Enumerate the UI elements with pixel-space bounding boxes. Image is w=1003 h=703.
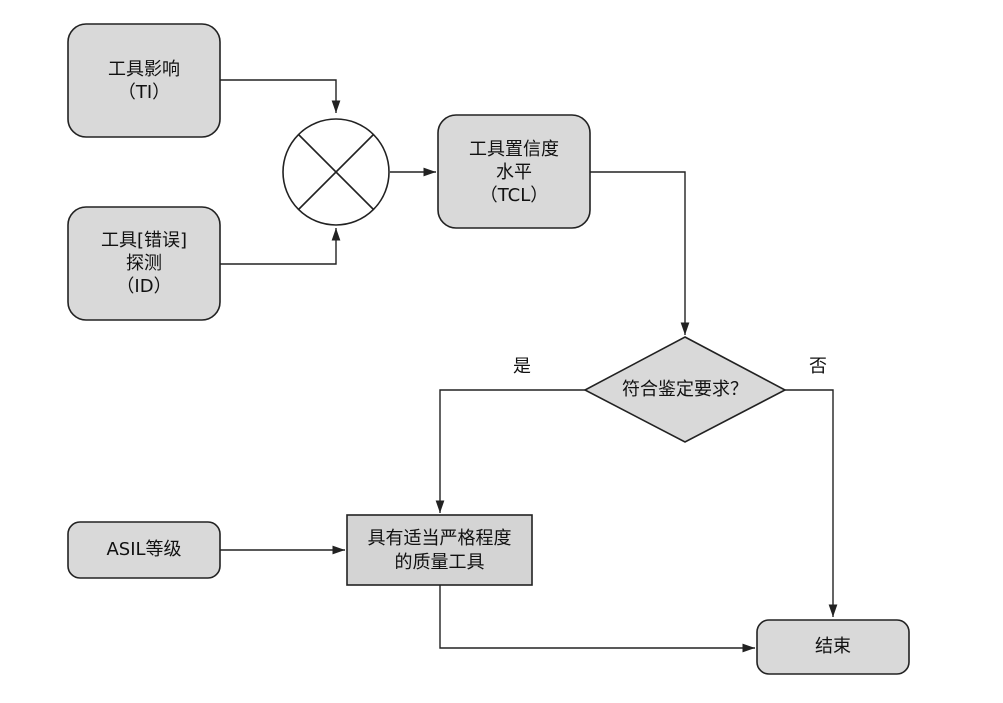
node-tool-confidence-level-line-1: 工具置信度 bbox=[469, 139, 559, 160]
node-asil-level: ASIL等级 bbox=[67, 521, 221, 579]
node-tool-confidence-level: 工具置信度 水平 （TCL） bbox=[437, 114, 591, 229]
edge-decision-no bbox=[785, 389, 838, 617]
node-tool-impact-line-1: 工具影响 bbox=[108, 59, 180, 80]
node-qualification-decision: 符合鉴定要求？ bbox=[583, 336, 787, 443]
node-tool-confidence-level-line-3: （TCL） bbox=[480, 185, 549, 206]
edge-quality-tool-to-end bbox=[439, 585, 755, 653]
node-tool-confidence-level-line-2: 水平 bbox=[496, 162, 532, 183]
node-asil-level-label: ASIL等级 bbox=[106, 539, 181, 560]
node-qualification-decision-label: 符合鉴定要求？ bbox=[622, 379, 748, 400]
edge-label-no: 否 bbox=[809, 356, 827, 377]
node-end-label: 结束 bbox=[815, 636, 851, 657]
edges bbox=[220, 79, 838, 653]
node-tool-error-detection-line-2: 探测 bbox=[126, 253, 162, 274]
node-tool-error-detection-line-1: 工具[错误] bbox=[101, 230, 187, 251]
edge-id-to-combine bbox=[220, 228, 341, 265]
multiply-circle-icon bbox=[282, 118, 390, 226]
node-tool-error-detection-line-3: （ID） bbox=[116, 276, 171, 297]
edge-tcl-to-decision bbox=[590, 171, 690, 335]
node-quality-tool-line-2: 的质量工具 bbox=[395, 552, 485, 573]
edge-ti-to-combine bbox=[220, 79, 341, 113]
node-quality-tool-line-1: 具有适当严格程度 bbox=[368, 528, 512, 549]
node-tool-impact-line-2: （TI） bbox=[118, 82, 170, 103]
edge-label-yes: 是 bbox=[513, 356, 531, 377]
node-quality-tool: 具有适当严格程度 的质量工具 bbox=[346, 514, 533, 586]
node-end: 结束 bbox=[756, 619, 910, 675]
edge-decision-yes bbox=[435, 389, 585, 513]
node-tool-error-detection: 工具[错误] 探测 （ID） bbox=[67, 206, 221, 321]
node-tool-impact: 工具影响 （TI） bbox=[67, 23, 221, 138]
